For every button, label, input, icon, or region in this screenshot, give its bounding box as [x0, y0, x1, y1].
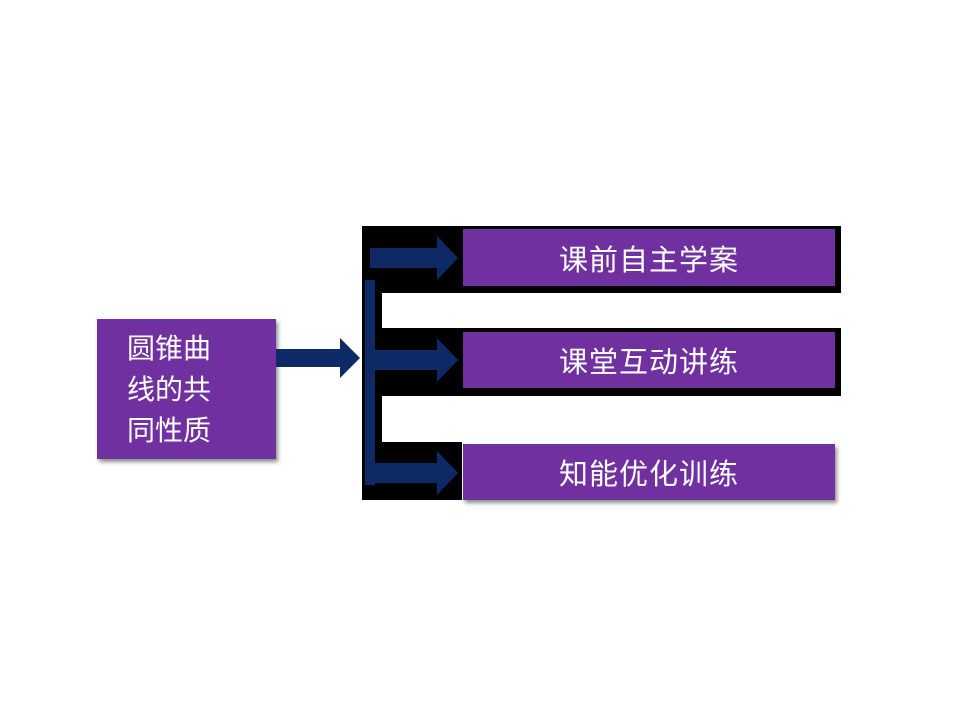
- item-box-1: 课前自主学案: [463, 229, 835, 286]
- root-node: 圆锥曲线的共同性质: [97, 319, 276, 459]
- branch-arrow-3: [374, 451, 458, 495]
- item-label-2: 课堂互动讲练: [558, 345, 739, 379]
- item-box-3: 知能优化训练: [463, 444, 835, 500]
- bracket-bar: [365, 280, 375, 485]
- root-node-label: 圆锥曲线的共同性质: [127, 331, 212, 447]
- main-arrow: [276, 338, 360, 378]
- item-label-3: 知能优化训练: [558, 457, 739, 491]
- branch-arrow-2: [374, 338, 458, 382]
- item-box-2: 课堂互动讲练: [463, 332, 835, 388]
- branch-arrow-1: [370, 236, 458, 280]
- item-label-1: 课前自主学案: [558, 242, 739, 277]
